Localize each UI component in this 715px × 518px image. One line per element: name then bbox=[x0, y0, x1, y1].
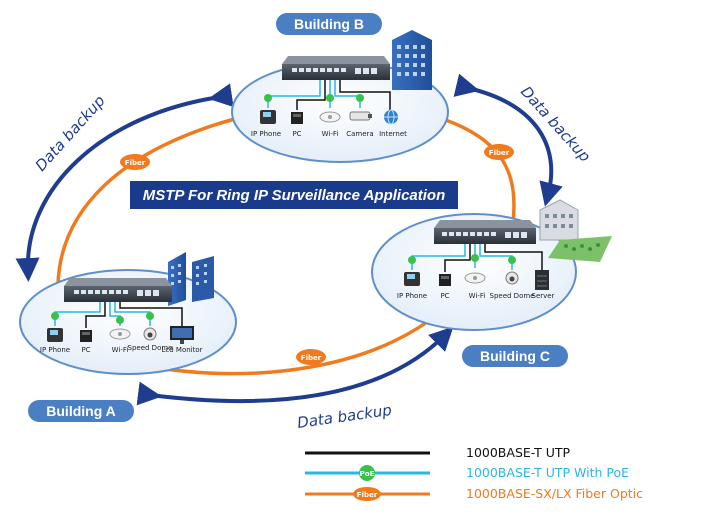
server-icon bbox=[535, 270, 549, 290]
poe-badge-icon bbox=[359, 465, 375, 481]
title-banner: MSTP For Ring IP Surveillance Applicatio… bbox=[130, 181, 458, 209]
building-a-label-badge: Building A bbox=[28, 400, 134, 422]
device-label: PC bbox=[292, 130, 301, 138]
building-c-device-labels: IP Phone PC Wi-Fi Speed Dome Server bbox=[397, 292, 555, 300]
poe-dot bbox=[471, 254, 479, 262]
device-label: IP Phone bbox=[397, 292, 427, 300]
device-label: Camera bbox=[346, 130, 373, 138]
poe-dot bbox=[146, 312, 154, 320]
building-a-label: Building A bbox=[46, 403, 115, 419]
poe-dot bbox=[508, 256, 516, 264]
device-label: Server bbox=[532, 292, 555, 300]
legend-label-utp: 1000BASE-T UTP bbox=[466, 445, 571, 460]
pc-icon bbox=[439, 274, 451, 286]
poe-dot bbox=[264, 94, 272, 102]
legend-label-poe: 1000BASE-T UTP With PoE bbox=[466, 465, 629, 480]
building-c-devices bbox=[404, 270, 549, 290]
legend-item-fiber: Fiber 1000BASE-SX/LX Fiber Optic bbox=[305, 486, 643, 501]
device-label: Lcd Monitor bbox=[161, 346, 202, 354]
poe-dot bbox=[356, 94, 364, 102]
legend: 1000BASE-T UTP PoE 1000BASE-T UTP With P… bbox=[305, 445, 643, 501]
wifi-icon bbox=[464, 272, 486, 284]
data-backup-label-bottom: Data backup bbox=[296, 401, 393, 432]
internet-icon bbox=[384, 109, 398, 125]
device-label: Wi-Fi bbox=[322, 130, 339, 138]
pc-icon bbox=[80, 330, 92, 342]
device-label: IP Phone bbox=[251, 130, 281, 138]
poe-dot bbox=[51, 312, 59, 320]
ip-phone-icon bbox=[404, 272, 420, 286]
camera-icon bbox=[349, 111, 372, 121]
diagram-title: MSTP For Ring IP Surveillance Applicatio… bbox=[143, 187, 446, 204]
building-c-label: Building C bbox=[480, 348, 550, 364]
device-label: PC bbox=[81, 346, 90, 354]
poe-dot bbox=[408, 256, 416, 264]
fiber-badge-icon bbox=[353, 487, 381, 501]
building-a-devices bbox=[47, 326, 194, 344]
fiber-badge-ac: Fiber bbox=[296, 349, 326, 365]
building-b-label-badge: Building B bbox=[276, 13, 382, 35]
building-b-label: Building B bbox=[294, 16, 364, 32]
speed-dome-icon bbox=[505, 271, 519, 285]
poe-dot bbox=[116, 316, 124, 324]
svg-text:Fiber: Fiber bbox=[125, 159, 146, 167]
building-b-devices bbox=[260, 109, 398, 125]
device-label: PC bbox=[440, 292, 449, 300]
data-backup-label-left: Data backup bbox=[32, 92, 109, 175]
wifi-icon bbox=[109, 328, 131, 340]
fiber-badge-text: Fiber bbox=[357, 491, 378, 499]
poe-dot bbox=[326, 94, 334, 102]
building-a-device-labels: IP Phone PC Wi-Fi Speed Dome Lcd Monitor bbox=[40, 344, 203, 354]
device-label: Wi-Fi bbox=[469, 292, 486, 300]
legend-item-utp: 1000BASE-T UTP bbox=[305, 445, 571, 460]
device-label: IP Phone bbox=[40, 346, 70, 354]
legend-item-poe: PoE 1000BASE-T UTP With PoE bbox=[305, 465, 629, 481]
building-a-switch-icon bbox=[64, 278, 172, 302]
device-label: Speed Dome bbox=[490, 292, 535, 300]
svg-text:Fiber: Fiber bbox=[301, 354, 322, 362]
svg-text:Fiber: Fiber bbox=[489, 149, 510, 157]
wifi-icon bbox=[319, 111, 341, 123]
legend-label-fiber: 1000BASE-SX/LX Fiber Optic bbox=[466, 486, 643, 501]
data-backup-label-right: Data backup bbox=[517, 83, 594, 166]
data-backup-arrows bbox=[15, 73, 563, 406]
building-a-tower-icon bbox=[168, 252, 214, 306]
building-b-device-labels: IP Phone PC Wi-Fi Camera Internet bbox=[251, 130, 407, 138]
lcd-monitor-icon bbox=[170, 326, 194, 344]
pc-icon bbox=[291, 112, 303, 124]
ip-phone-icon bbox=[47, 328, 63, 342]
building-c-label-badge: Building C bbox=[462, 345, 568, 367]
device-label: Wi-Fi bbox=[112, 346, 129, 354]
device-label: Internet bbox=[379, 130, 407, 138]
ip-phone-icon bbox=[260, 110, 276, 124]
building-b-switch-icon bbox=[282, 56, 390, 80]
device-label: Speed Dome bbox=[128, 344, 173, 352]
speed-dome-icon bbox=[143, 327, 157, 341]
building-c-campus-icon bbox=[539, 199, 612, 262]
fiber-badge-ab: Fiber bbox=[120, 154, 150, 170]
poe-badge-text: PoE bbox=[360, 470, 375, 478]
fiber-badge-bc: Fiber bbox=[484, 144, 514, 160]
building-c-switch-icon bbox=[434, 220, 536, 244]
building-b-tower-icon bbox=[392, 30, 432, 90]
